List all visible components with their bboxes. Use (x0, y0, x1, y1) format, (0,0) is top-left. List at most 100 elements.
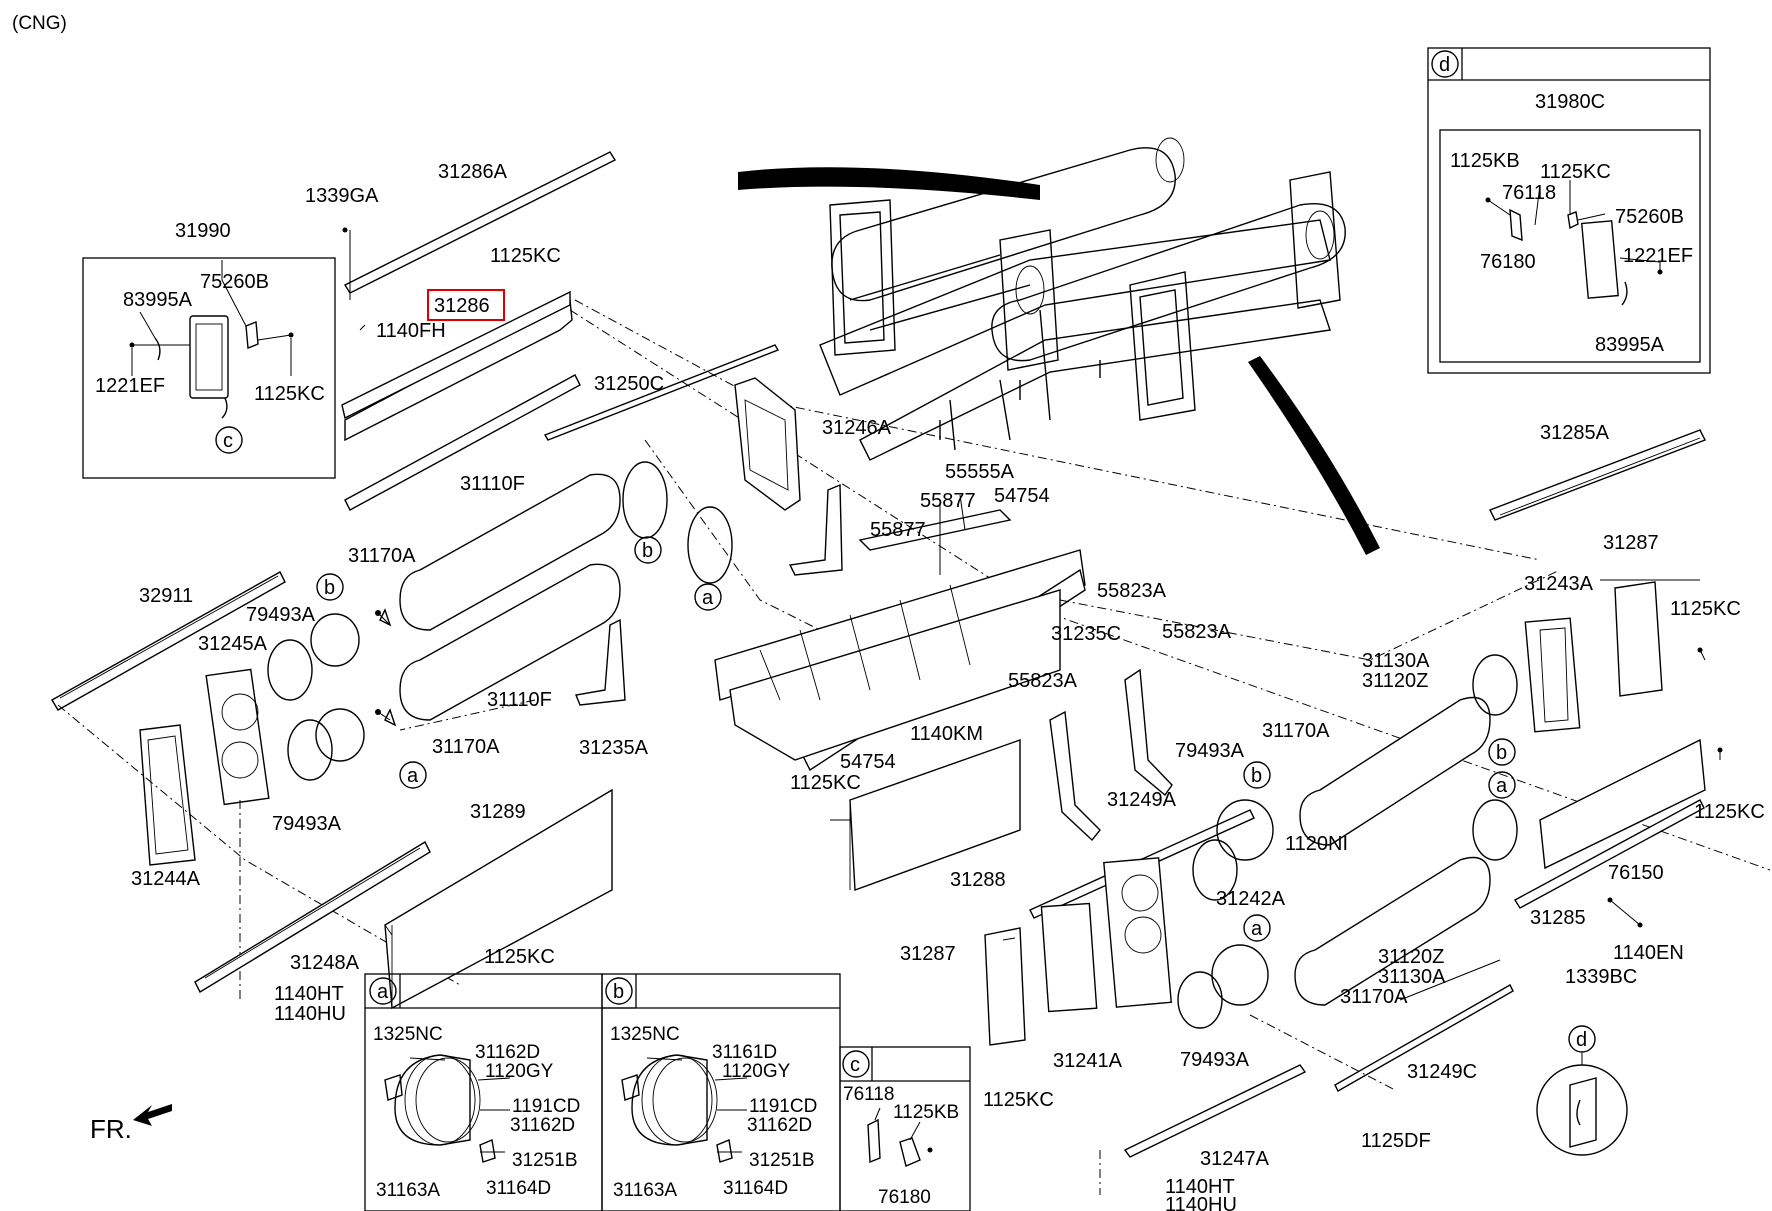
label-31286A: 31286A (438, 161, 508, 183)
left-brackets (51, 571, 461, 1000)
label-1125KC-box: 1125KC (254, 383, 325, 405)
label-31130A-b: 31130A (1378, 966, 1446, 988)
label-b-1120GY: 1120GY (722, 1061, 791, 1082)
label-1125KC-frame: 1125KC (790, 772, 861, 794)
detail-b-labels: 1325NC 31161D 1120GY 1191CD 31162D 31251… (610, 1024, 817, 1201)
label-31287-right: 31287 (1603, 532, 1659, 554)
part-labels: 31286A 1339GA 31990 1125KC 31286 75260B … (95, 161, 1765, 1211)
lower-left-rail (194, 788, 613, 1010)
label-a-31162D-1: 31162D (475, 1042, 540, 1063)
label-31246A: 31246A (822, 417, 892, 439)
label-31110F-b: 31110F (487, 689, 552, 711)
assembly-preview (738, 137, 1380, 555)
center-right-brackets (984, 668, 1514, 1195)
label-a-1120GY: 1120GY (485, 1061, 554, 1082)
detail-d-labels: 31980C 1125KB 1125KC 76118 75260B 76180 … (1450, 91, 1693, 356)
label-31170A-c: 31170A (1340, 986, 1408, 1008)
label-b-31161D: 31161D (712, 1042, 777, 1063)
pointer-arc-right (1248, 356, 1380, 555)
label-55877-b: 55877 (870, 519, 926, 541)
callout-a-1: a (702, 587, 714, 609)
label-a-31162D-2: 31162D (510, 1115, 575, 1136)
front-label: FR. (90, 1114, 132, 1144)
label-d-76118: 76118 (1502, 182, 1556, 204)
label-a-31164D: 31164D (486, 1178, 551, 1199)
label-55823A-a: 55823A (1097, 580, 1167, 602)
label-31241A: 31241A (1053, 1050, 1123, 1072)
label-55823A-b: 55823A (1162, 621, 1232, 643)
label-c-1125KB: 1125KB (893, 1102, 959, 1123)
label-31235A: 31235A (579, 737, 649, 759)
label-a-1325NC: 1325NC (373, 1024, 443, 1045)
label-31120Z-a: 31120Z (1362, 670, 1428, 692)
callout-b-box: b (613, 981, 624, 1003)
label-31110F-a: 31110F (460, 473, 525, 495)
label-79493A-a: 79493A (246, 604, 316, 626)
callout-a-4: a (1251, 918, 1263, 940)
label-31249A: 31249A (1107, 789, 1177, 811)
label-1221EF-box: 1221EF (95, 375, 165, 397)
variant-label: (CNG) (12, 13, 67, 34)
callout-a-3: a (1496, 775, 1508, 797)
label-1125KC-bottom: 1125KC (983, 1089, 1054, 1111)
label-54754-b: 54754 (840, 751, 896, 773)
label-31235C: 31235C (1051, 623, 1121, 645)
label-31170A-b: 31170A (432, 736, 500, 758)
label-d-31980C: 31980C (1535, 91, 1605, 113)
callout-circles: c b a b a b a b a d d a b c (215, 50, 1596, 1078)
label-31990: 31990 (175, 220, 231, 242)
label-d-1221EF: 1221EF (1623, 245, 1693, 267)
label-1140EN: 1140EN (1613, 942, 1684, 964)
label-d-1125KC: 1125KC (1540, 161, 1611, 183)
label-a-31251B: 31251B (512, 1150, 578, 1171)
label-1140HU-a: 1140HU (274, 1003, 346, 1025)
label-1140HU-b: 1140HU (1165, 1194, 1237, 1211)
label-31250C: 31250C (594, 373, 664, 395)
label-c-76118: 76118 (843, 1084, 894, 1105)
label-31247A: 31247A (1200, 1148, 1270, 1170)
label-75260B-box: 75260B (200, 271, 269, 293)
tank-31110F-group (379, 377, 961, 731)
label-31288: 31288 (950, 869, 1006, 891)
label-31285: 31285 (1530, 907, 1586, 929)
callout-c-top: c (223, 430, 233, 452)
label-a-31163A: 31163A (376, 1180, 440, 1201)
detail-d-circle (1536, 1053, 1628, 1156)
label-1125KC-r1: 1125KC (1670, 598, 1741, 620)
label-54754-a: 54754 (994, 485, 1050, 507)
label-b-31251B: 31251B (749, 1150, 815, 1171)
detail-b-box (601, 973, 841, 1211)
label-31285A: 31285A (1540, 422, 1610, 444)
callout-d-bottom: d (1576, 1029, 1587, 1051)
label-31170A-a: 31170A (348, 545, 416, 567)
label-31287-left: 31287 (900, 943, 956, 965)
callout-a-2: a (407, 765, 419, 787)
label-1125KC-top: 1125KC (490, 245, 561, 267)
right-tank-group (1294, 429, 1723, 1006)
label-1120NI: 1120NI (1285, 833, 1348, 855)
callout-c-box: c (850, 1054, 860, 1076)
label-1125DF: 1125DF (1361, 1130, 1431, 1152)
callout-b-1: b (642, 540, 653, 562)
label-a-1191CD: 1191CD (512, 1096, 580, 1117)
label-1140KM: 1140KM (910, 723, 983, 745)
label-31286: 31286 (434, 295, 490, 317)
label-55823A-c: 55823A (1008, 670, 1078, 692)
label-31245A: 31245A (198, 633, 268, 655)
pointer-arc-left (738, 167, 1040, 200)
label-31120Z-b: 31120Z (1378, 946, 1444, 968)
label-31170A-d: 31170A (1262, 720, 1330, 742)
detail-c-labels: 76118 1125KB 76180 (843, 1084, 959, 1208)
label-79493A-d: 79493A (1180, 1049, 1250, 1071)
detail-d-box (1427, 47, 1711, 374)
label-d-75260B: 75260B (1615, 206, 1684, 228)
label-b-31163A: 31163A (613, 1180, 677, 1201)
callout-d-box: d (1439, 54, 1450, 76)
highlight-31286 (427, 289, 505, 321)
label-1339BC: 1339BC (1565, 966, 1637, 988)
label-55555A: 55555A (945, 461, 1015, 483)
label-31248A: 31248A (290, 952, 360, 974)
label-79493A-c: 79493A (1175, 740, 1245, 762)
label-31242A: 31242A (1216, 888, 1286, 910)
label-b-1191CD: 1191CD (749, 1096, 817, 1117)
